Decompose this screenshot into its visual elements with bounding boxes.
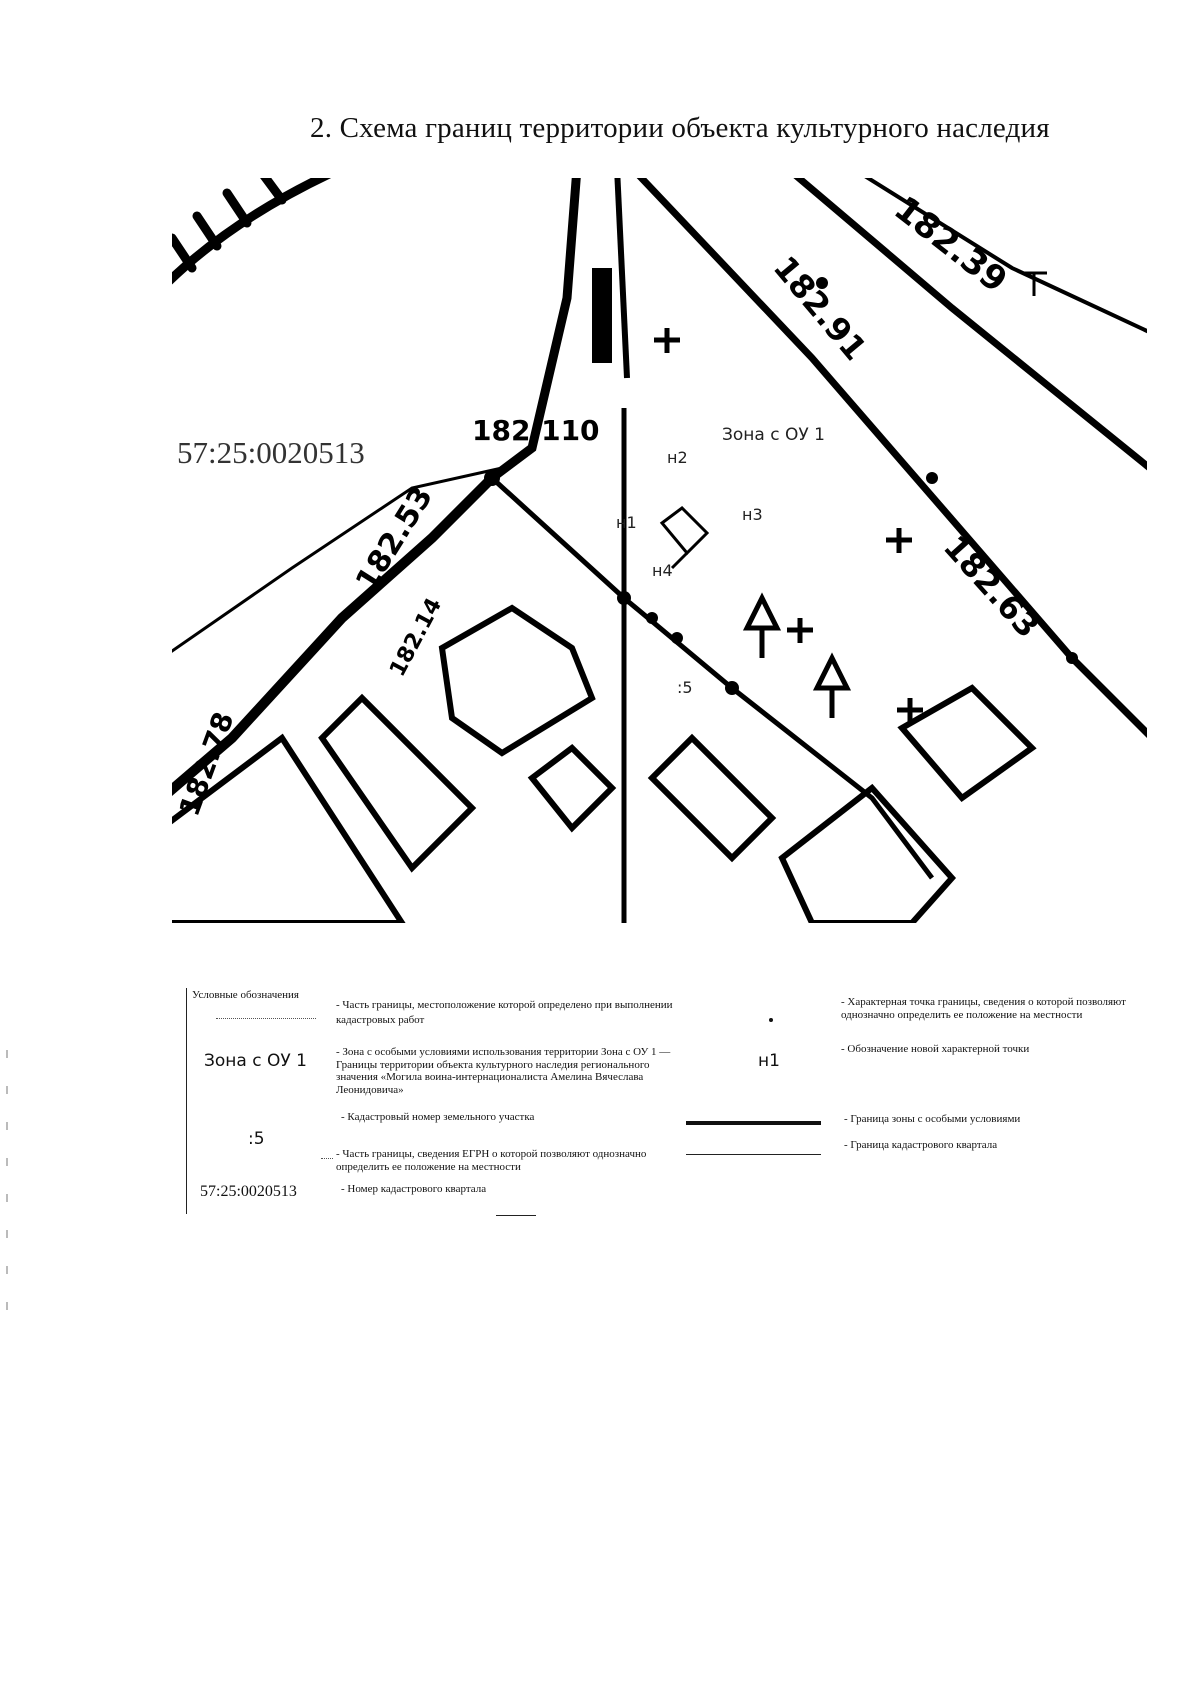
central-road: [489, 178, 630, 482]
legend-underline: [496, 1215, 536, 1216]
legend-text-uchastok: - Кадастровый номер земельного участка: [341, 1111, 535, 1123]
legend-text-new-point: - Обозначение новой характерной точки: [841, 1043, 1030, 1055]
legend-symbol-zone-boundary: [686, 1121, 821, 1125]
kvartal-label: 57:25:0020513: [177, 435, 365, 470]
height-182-110: 182.110: [472, 414, 600, 447]
diagonal-boundary: [636, 178, 1147, 738]
legend-symbol-kvartal: 57:25:0020513: [200, 1183, 297, 1200]
cadastral-map: 57:25:0020513 Зона с ОУ 1 н1 н2 н3 н4 :5…: [172, 178, 1147, 923]
point-n4-label: н4: [652, 561, 673, 580]
legend-text-point: - Характерная точка границы, сведения о …: [841, 996, 1126, 1021]
tree-symbols: [654, 328, 923, 723]
point-n2-label: н2: [667, 448, 688, 467]
legend-text-defined-boundary: - Часть границы, местоположение которой …: [336, 999, 673, 1026]
legend-symbol-uchastok: :5: [248, 1129, 265, 1149]
zona-label: Зона с ОУ 1: [722, 425, 825, 445]
page-title: 2. Схема границ территории объекта культ…: [310, 112, 1050, 144]
legend-symbol-point: [769, 1018, 773, 1022]
uchastok-label: :5: [677, 678, 693, 697]
legend-text-kvartal: - Номер кадастрового квартала: [341, 1183, 487, 1195]
legend-border: [186, 988, 187, 1214]
legend-text-kvartal-boundary: - Граница кадастрового квартала: [844, 1139, 998, 1151]
legend-text-zone-boundary: - Граница зоны с особыми условиями: [844, 1113, 1021, 1125]
legend-text-zona: - Зона с особыми условиями использования…: [336, 1046, 671, 1096]
scan-edge-marks: [6, 1050, 10, 1390]
legend-symbol-defined-boundary: [216, 1018, 316, 1019]
legend-symbol-kvartal-boundary: [686, 1154, 821, 1155]
map-legend: Условные обозначения - Часть границы, ме…: [186, 988, 1186, 1228]
buildings: [172, 604, 1037, 923]
legend-symbol-new-point: н1: [758, 1051, 780, 1071]
legend-symbol-zona: Зона с ОУ 1: [204, 1051, 307, 1071]
road-hatching: [172, 178, 332, 285]
legend-symbol-egrn-boundary: [321, 1158, 333, 1159]
legend-heading: Условные обозначения: [192, 989, 299, 1001]
boundary-points: [484, 277, 1078, 695]
point-n1-label: н1: [616, 513, 637, 532]
legend-text-egrn-boundary: - Часть границы, сведения ЕГРН о которой…: [336, 1148, 647, 1173]
zone-square: [659, 506, 710, 570]
point-n3-label: н3: [742, 505, 763, 524]
